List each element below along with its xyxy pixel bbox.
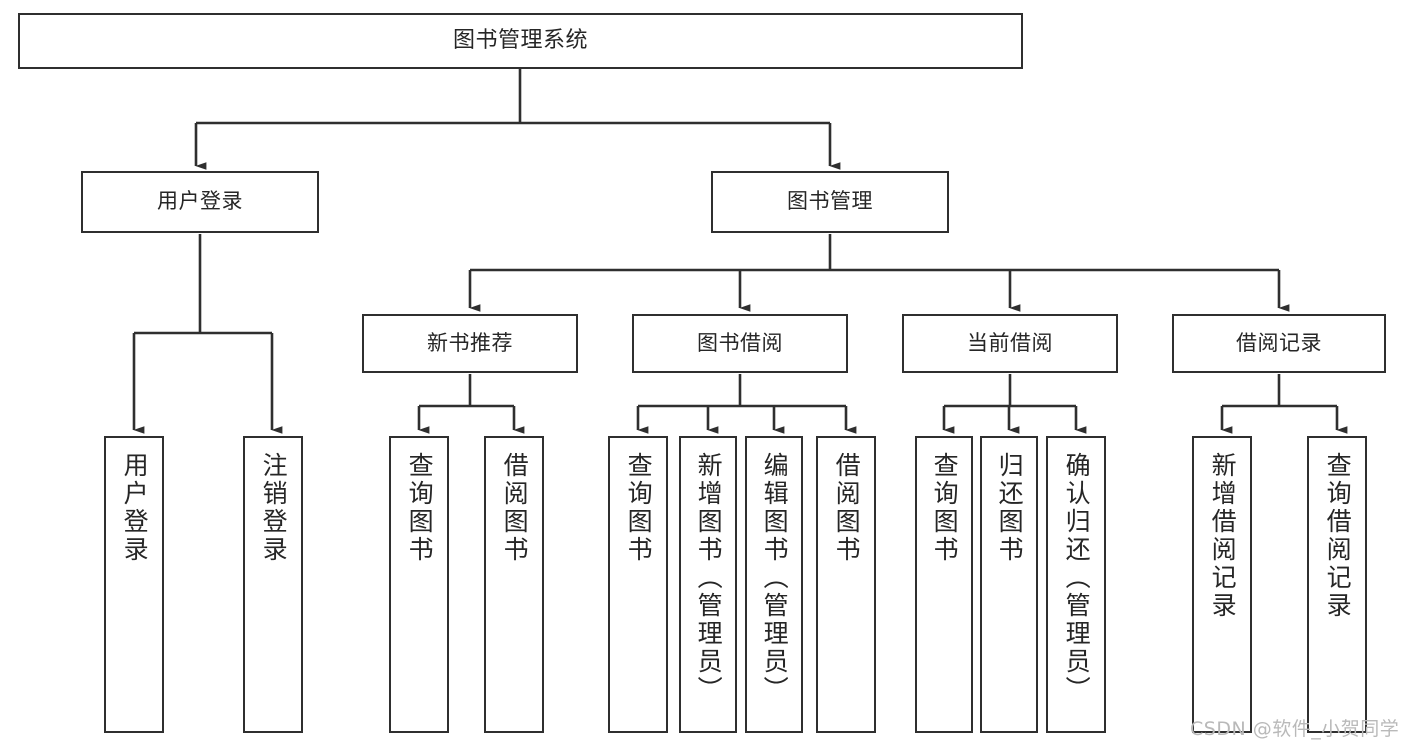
leaf-current-borrow-return-book[interactable]: 归还图书 bbox=[980, 436, 1038, 733]
node-label: 归还图书 bbox=[995, 452, 1025, 564]
csdn-watermark: CSDN @软件_小贺同学 bbox=[1190, 718, 1400, 740]
node-label: 查询图书 bbox=[624, 452, 654, 564]
node-borrow-record[interactable]: 借阅记录 bbox=[1172, 314, 1386, 373]
node-label: 借阅记录 bbox=[1236, 330, 1322, 355]
leaf-borrow-record-add-record[interactable]: 新增借阅记录 bbox=[1192, 436, 1252, 733]
node-user-login[interactable]: 用户登录 bbox=[81, 171, 319, 233]
node-label: 查询图书 bbox=[405, 452, 435, 564]
node-label: 确认归还（管理员） bbox=[1062, 452, 1092, 704]
leaf-new-book-query-book[interactable]: 查询图书 bbox=[389, 436, 449, 733]
node-label: 当前借阅 bbox=[967, 330, 1053, 355]
leaf-user-login-logout[interactable]: 注销登录 bbox=[243, 436, 303, 733]
node-label: 新增图书（管理员） bbox=[694, 452, 724, 704]
node-root-book-management-system[interactable]: 图书管理系统 bbox=[18, 13, 1023, 69]
leaf-book-borrow-add-book-admin[interactable]: 新增图书（管理员） bbox=[679, 436, 737, 733]
node-label: 编辑图书（管理员） bbox=[760, 452, 790, 704]
leaf-current-borrow-query-book[interactable]: 查询图书 bbox=[915, 436, 973, 733]
node-label: 新书推荐 bbox=[427, 330, 513, 355]
node-label: 查询借阅记录 bbox=[1323, 452, 1353, 620]
leaf-borrow-record-query-record[interactable]: 查询借阅记录 bbox=[1307, 436, 1367, 733]
node-book-management[interactable]: 图书管理 bbox=[711, 171, 949, 233]
leaf-book-borrow-query-book[interactable]: 查询图书 bbox=[608, 436, 668, 733]
leaf-new-book-borrow-book[interactable]: 借阅图书 bbox=[484, 436, 544, 733]
node-label: 图书管理系统 bbox=[452, 28, 588, 54]
node-current-borrow[interactable]: 当前借阅 bbox=[902, 314, 1118, 373]
leaf-current-borrow-confirm-return-admin[interactable]: 确认归还（管理员） bbox=[1046, 436, 1106, 733]
leaf-book-borrow-borrow-book[interactable]: 借阅图书 bbox=[816, 436, 876, 733]
node-label: 新增借阅记录 bbox=[1208, 452, 1238, 620]
node-label: 借阅图书 bbox=[832, 452, 862, 564]
node-label: 图书管理 bbox=[787, 189, 873, 214]
node-label: 借阅图书 bbox=[500, 452, 530, 564]
node-label: 用户登录 bbox=[157, 189, 243, 214]
node-label: 查询图书 bbox=[930, 452, 960, 564]
node-label: 注销登录 bbox=[259, 452, 289, 564]
node-new-book-recommendation[interactable]: 新书推荐 bbox=[362, 314, 578, 373]
node-label: 图书借阅 bbox=[697, 330, 783, 355]
node-book-borrow[interactable]: 图书借阅 bbox=[632, 314, 848, 373]
leaf-book-borrow-edit-book-admin[interactable]: 编辑图书（管理员） bbox=[745, 436, 803, 733]
leaf-user-login-login[interactable]: 用户登录 bbox=[104, 436, 164, 733]
node-label: 用户登录 bbox=[120, 452, 150, 564]
